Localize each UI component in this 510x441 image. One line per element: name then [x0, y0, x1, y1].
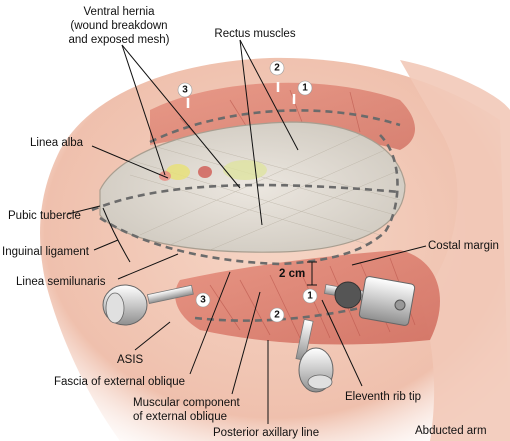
port-number-top-1: 1	[297, 80, 313, 96]
label-linea-alba: Linea alba	[30, 137, 84, 149]
svg-text:2: 2	[274, 63, 280, 74]
label-muscular-component-line1: Muscular component	[133, 397, 241, 409]
svg-text:3: 3	[182, 85, 188, 96]
label-eleventh-rib-tip: Eleventh rib tip	[345, 391, 421, 403]
abducted-arm-region	[400, 60, 510, 441]
label-ventral-hernia-line3: and exposed mesh)	[68, 34, 169, 46]
exposed-mesh	[129, 134, 401, 251]
label-rectus-muscles: Rectus muscles	[214, 28, 295, 40]
svg-text:1: 1	[302, 83, 308, 94]
port-number-top-2: 2	[269, 60, 285, 76]
trocar-3	[102, 284, 194, 326]
label-posterior-axillary-line: Posterior axillary line	[213, 427, 319, 439]
wound-pink-spot	[159, 171, 171, 181]
fat-tissue	[223, 160, 267, 180]
label-ventral-hernia-line2: (wound breakdown	[70, 20, 167, 32]
label-abducted-arm: Abducted arm	[415, 425, 487, 437]
linea-alba-dashed	[91, 183, 401, 212]
label-pubic-tubercle: Pubic tubercle	[8, 210, 81, 222]
granulation-tissue	[166, 164, 190, 180]
label-inguinal-ligament: Inguinal ligament	[2, 246, 90, 258]
svg-text:1: 1	[307, 291, 313, 302]
upper-dashed-line	[149, 109, 401, 144]
svg-text:2: 2	[274, 310, 280, 321]
trocar-1-camera	[323, 276, 416, 326]
label-muscular-component-line2: of external oblique	[133, 411, 227, 423]
label-costal-margin: Costal margin	[428, 240, 499, 252]
port-number-lower-1: 1	[302, 288, 318, 304]
top-port-ticks	[186, 82, 296, 108]
two-cm-bracket	[307, 261, 317, 286]
port-number-top-3: 3	[177, 82, 193, 98]
port-number-lower-3: 3	[195, 292, 211, 308]
label-asis: ASIS	[117, 354, 144, 366]
label-ventral-hernia-line1: Ventral hernia	[84, 6, 156, 18]
label-linea-semilunaris: Linea semilunaris	[16, 276, 106, 288]
svg-text:3: 3	[200, 295, 206, 306]
wound-red-spot	[198, 166, 212, 178]
trocar-2	[295, 318, 334, 393]
label-fascia-external-oblique: Fascia of external oblique	[54, 376, 185, 388]
leader-lines	[67, 39, 427, 424]
port-number-lower-2: 2	[269, 307, 285, 323]
label-two-cm: 2 cm	[279, 268, 305, 280]
